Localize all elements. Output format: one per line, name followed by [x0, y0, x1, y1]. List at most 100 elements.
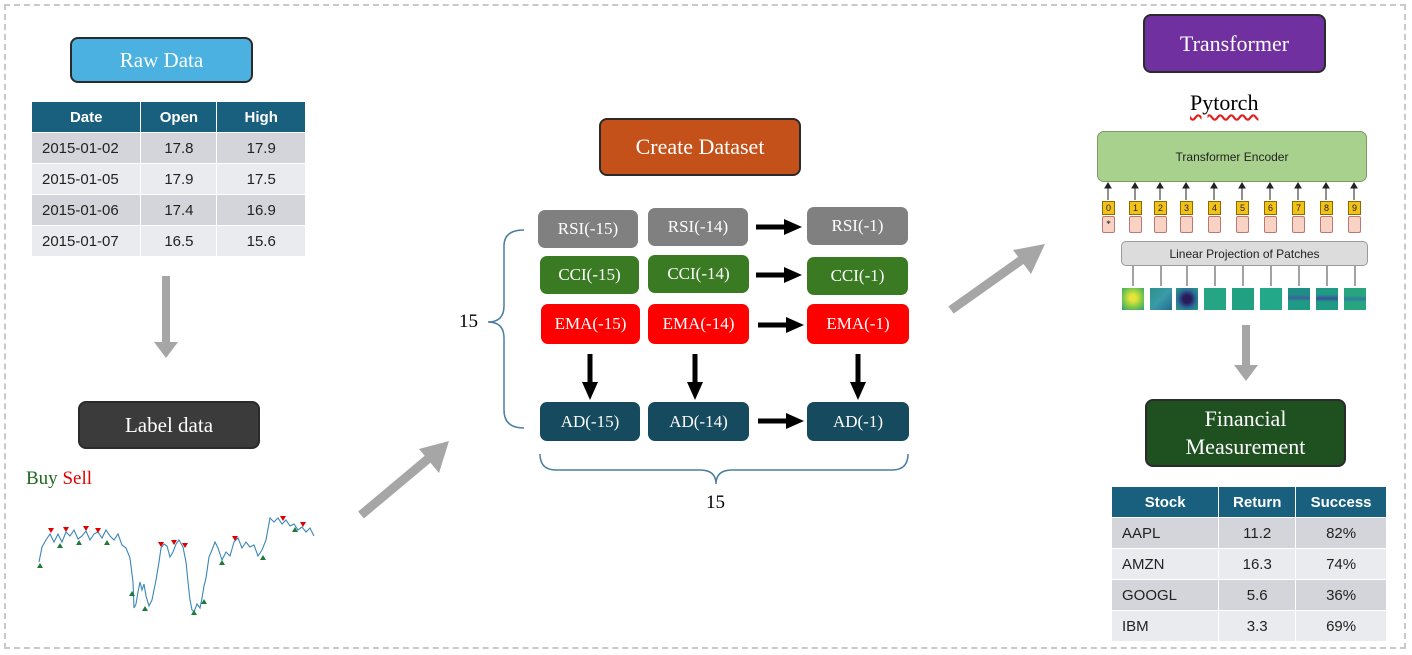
measure-col-stock: Stock	[1110, 486, 1220, 518]
curly-brace-icon	[487, 229, 525, 429]
measurement-title-line1: Financial	[1204, 406, 1287, 431]
table-cell: 2015-01-06	[30, 194, 142, 226]
token-1: 1	[1129, 201, 1142, 215]
rsi-14-chip: RSI(-14)	[648, 208, 748, 246]
table-cell: 2015-01-02	[30, 132, 142, 164]
buy-marker-icon	[219, 560, 225, 565]
position-embedding	[1264, 216, 1277, 233]
ad-1-chip: AD(-1)	[807, 402, 909, 441]
image-patch	[1176, 288, 1198, 310]
table-row: GOOGL 5.6 36%	[1110, 579, 1387, 611]
table-row: IBM 3.3 69%	[1110, 610, 1387, 642]
down-arrow-icon	[154, 276, 178, 358]
right-arrow-icon	[756, 267, 802, 283]
buy-marker-icon	[37, 563, 43, 568]
position-embedding: *	[1102, 216, 1115, 233]
table-cell: AAPL	[1110, 517, 1220, 549]
token-6: 6	[1264, 201, 1277, 215]
cci-14-chip: CCI(-14)	[648, 255, 749, 293]
rsi-1-chip: RSI(-1)	[807, 207, 908, 245]
right-arrow-icon	[758, 317, 804, 333]
right-arrow-icon	[758, 413, 804, 429]
raw-data-table: Date Open High 2015-01-02 17.8 17.9 2015…	[30, 101, 306, 257]
position-embedding	[1236, 216, 1249, 233]
table-row: AAPL 11.2 82%	[1110, 517, 1387, 549]
token-5: 5	[1236, 201, 1249, 215]
table-cell: 17.9	[140, 163, 218, 195]
position-embedding	[1180, 216, 1193, 233]
financial-measurement-box: Financial Measurement	[1145, 399, 1346, 467]
right-arrow-icon	[756, 219, 802, 235]
table-row: 2015-01-06 17.4 16.9	[30, 194, 306, 226]
sell-markers	[48, 516, 306, 548]
image-patch	[1316, 288, 1338, 310]
table-cell: 2015-01-05	[30, 163, 142, 195]
position-embedding	[1292, 216, 1305, 233]
image-patch	[1344, 288, 1366, 310]
measurement-title-line2: Measurement	[1185, 434, 1306, 459]
table-row: 2015-01-07 16.5 15.6	[30, 225, 306, 257]
right-arrows	[756, 219, 804, 429]
diagonal-arrow-icon	[358, 441, 449, 519]
ema-14-chip: EMA(-14)	[648, 304, 749, 344]
diagonal-arrow-icon	[948, 244, 1045, 314]
position-embedding	[1129, 216, 1142, 233]
position-embedding	[1208, 216, 1221, 233]
image-patch	[1260, 288, 1282, 310]
buy-marker-icon	[76, 540, 82, 545]
position-embedding	[1154, 216, 1167, 233]
sell-marker-icon	[158, 542, 164, 547]
curly-brace-icon	[539, 453, 909, 485]
buy-marker-icon	[292, 527, 298, 532]
buy-marker-icon	[129, 591, 135, 596]
ad-15-chip: AD(-15)	[540, 402, 640, 441]
table-cell: 82%	[1295, 517, 1387, 549]
image-patch	[1150, 288, 1172, 310]
token-0: 0	[1102, 201, 1115, 215]
token-arrows	[1104, 182, 1358, 200]
buy-marker-icon	[142, 606, 148, 611]
buy-marker-icon	[104, 540, 110, 545]
token-3: 3	[1180, 201, 1193, 215]
image-patch	[1204, 288, 1226, 310]
cci-1-chip: CCI(-1)	[807, 257, 908, 295]
image-patch	[1288, 288, 1310, 310]
raw-col-high: High	[216, 101, 306, 133]
patch-connectors	[1132, 266, 1356, 286]
sell-label: Sell	[62, 468, 92, 489]
dataset-arrows	[487, 219, 909, 485]
buy-marker-icon	[57, 543, 63, 548]
measure-col-return: Return	[1218, 486, 1297, 518]
buy-sell-legend: Buy Sell	[26, 468, 92, 490]
diagram-frame	[4, 4, 1406, 649]
down-arrow-icon	[687, 354, 703, 400]
table-cell: 5.6	[1218, 579, 1297, 611]
token-2: 2	[1154, 201, 1167, 215]
token-4: 4	[1208, 201, 1221, 215]
ema-1-chip: EMA(-1)	[807, 304, 909, 344]
table-cell: 36%	[1295, 579, 1387, 611]
table-cell: 16.3	[1218, 548, 1297, 580]
ad-14-chip: AD(-14)	[648, 402, 749, 441]
sell-marker-icon	[280, 516, 286, 521]
table-cell: 16.9	[216, 194, 306, 226]
table-cell: 2015-01-07	[30, 225, 142, 257]
label-data-box: Label data	[78, 401, 260, 449]
table-cell: 3.3	[1218, 610, 1297, 642]
down-arrow-icon	[582, 354, 598, 400]
cci-15-chip: CCI(-15)	[540, 256, 639, 294]
raw-data-box: Raw Data	[70, 37, 253, 83]
ema-15-chip: EMA(-15)	[541, 304, 640, 344]
measure-col-success: Success	[1295, 486, 1387, 518]
table-cell: 69%	[1295, 610, 1387, 642]
measurement-table: Stock Return Success AAPL 11.2 82% AMZN …	[1110, 486, 1387, 642]
token-7: 7	[1292, 201, 1305, 215]
linear-projection-block: Linear Projection of Patches	[1121, 241, 1368, 266]
table-cell: 17.9	[216, 132, 306, 164]
sell-marker-icon	[171, 540, 177, 545]
buy-marker-icon	[191, 610, 197, 615]
sell-marker-icon	[63, 527, 69, 532]
transformer-encoder-block: Transformer Encoder	[1097, 131, 1367, 182]
table-cell: 11.2	[1218, 517, 1297, 549]
price-line-chart	[37, 516, 315, 615]
